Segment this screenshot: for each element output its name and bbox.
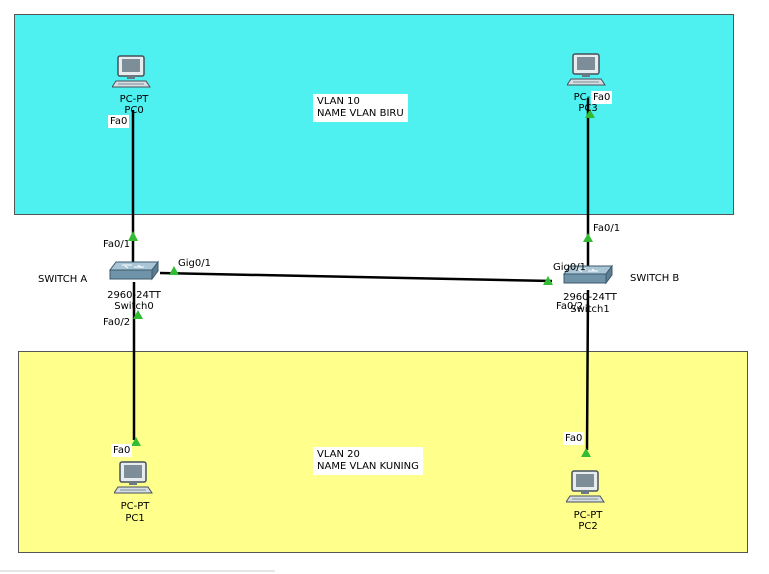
switch1-fa01-port-label: Fa0/1 — [593, 223, 621, 234]
pc0-fa0-port-label: Fa0 — [108, 115, 130, 128]
pc2-type-label: PC-PT — [573, 510, 603, 521]
switch1-name-label: Switch1 — [570, 304, 610, 315]
pc1-computer-icon[interactable] — [114, 460, 154, 498]
switch1-fa02-port-label: Fa0/2 — [556, 301, 584, 312]
switch0-name-label: Switch0 — [114, 301, 154, 312]
switch0-fa01-port-label: Fa0/1 — [103, 239, 131, 250]
pc3-computer-icon[interactable] — [567, 52, 607, 90]
link-up-indicator — [133, 310, 143, 319]
switch0-model-label: 2960-24TT — [107, 290, 161, 301]
switch0-switch-icon[interactable] — [108, 260, 160, 282]
pc0-name-label: PC0 — [124, 105, 144, 116]
pc2-fa0-port-label: Fa0 — [563, 432, 585, 445]
link-switch1-pc2[interactable] — [585, 289, 590, 451]
pc0-computer-icon[interactable] — [112, 54, 152, 92]
link-switch0-switch1[interactable] — [159, 271, 553, 283]
pc3-fa0-port-label: Fa0 — [591, 91, 613, 104]
vlan20-note-line1: VLAN 20 — [317, 449, 360, 460]
switch1-switch-icon[interactable] — [562, 264, 614, 286]
vlan20-note[interactable]: VLAN 20 NAME VLAN KUNING — [313, 447, 423, 475]
pc2-computer-icon[interactable] — [566, 469, 606, 507]
pc3-type-label: PC-PT — [573, 92, 603, 103]
vlan20-note-line2: NAME VLAN KUNING — [317, 461, 419, 472]
pc1-fa0-port-label: Fa0 — [111, 444, 133, 457]
switch-a-label: SWITCH A — [38, 274, 88, 285]
switch1-gig01-port-label: Gig0/1 — [553, 262, 586, 273]
pc0-type-label: PC-PT — [119, 94, 149, 105]
link-up-indicator — [169, 266, 179, 275]
link-up-indicator — [131, 437, 141, 446]
vlan10-note[interactable]: VLAN 10 NAME VLAN BIRU — [313, 94, 408, 122]
link-up-indicator — [583, 233, 593, 242]
workspace-scroll-edge — [0, 570, 275, 572]
link-up-indicator — [581, 448, 591, 457]
vlan10-note-line1: VLAN 10 — [317, 96, 360, 107]
pc1-name-label: PC1 — [125, 513, 145, 524]
switch0-fa02-port-label: Fa0/2 — [103, 317, 131, 328]
vlan10-note-line2: NAME VLAN BIRU — [317, 108, 404, 119]
switch0-gig01-port-label: Gig0/1 — [178, 258, 211, 269]
link-up-indicator — [128, 231, 138, 241]
link-up-indicator — [543, 276, 553, 285]
switch1-model-label: 2960-24TT — [563, 292, 617, 303]
link-up-indicator — [585, 109, 595, 118]
pc2-name-label: PC2 — [578, 521, 598, 532]
switch-b-label: SWITCH B — [630, 273, 680, 284]
pc3-name-label: PC3 — [578, 103, 598, 114]
pc1-type-label: PC-PT — [120, 501, 150, 512]
